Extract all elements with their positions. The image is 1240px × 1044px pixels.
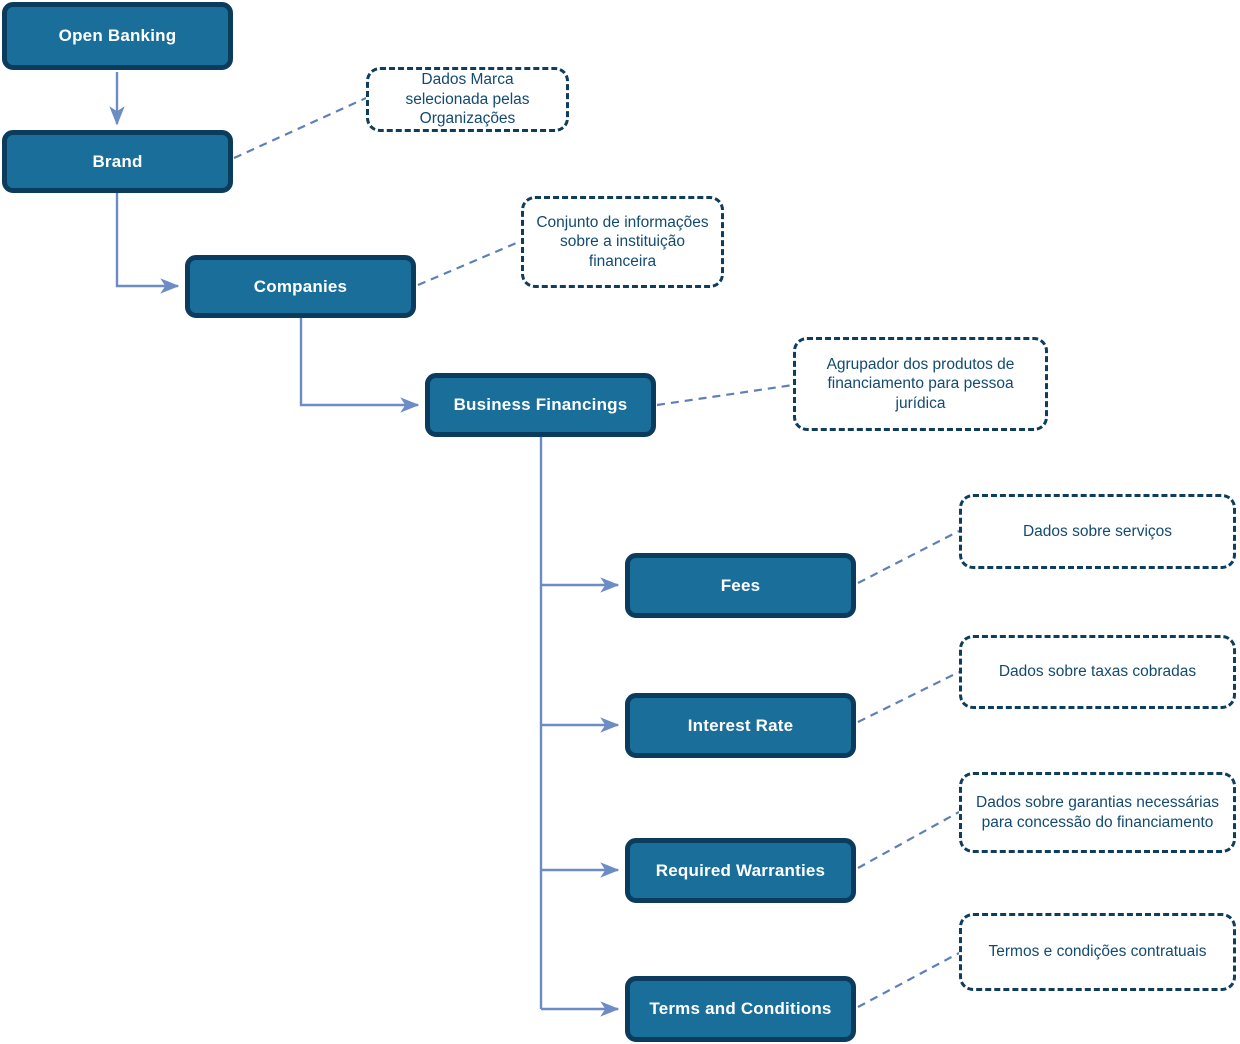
note-required-warranties: Dados sobre garantias necessárias para c… bbox=[959, 772, 1236, 853]
node-label: Interest Rate bbox=[687, 715, 794, 735]
leader-fees bbox=[857, 530, 960, 584]
note-text: Agrupador dos produtos de financiamento … bbox=[826, 355, 1015, 412]
note-business-financings: Agrupador dos produtos de financiamento … bbox=[793, 337, 1048, 431]
note-text: Dados sobre taxas cobradas bbox=[998, 663, 1197, 681]
edge-businessfinancings-children bbox=[539, 436, 620, 1017]
note-terms-and-conditions: Termos e condições contratuais bbox=[959, 913, 1236, 991]
note-text: Termos e condições contratuais bbox=[988, 943, 1207, 961]
note-companies: Conjunto de informações sobre a institui… bbox=[521, 196, 724, 288]
node-label: Fees bbox=[720, 575, 761, 595]
node-label: Terms and Conditions bbox=[649, 999, 832, 1019]
node-terms-and-conditions[interactable]: Terms and Conditions bbox=[625, 976, 856, 1042]
note-text: Dados sobre garantias necessárias para c… bbox=[976, 793, 1219, 831]
leader-brand bbox=[233, 96, 367, 160]
leader-interest bbox=[857, 671, 960, 723]
node-companies[interactable]: Companies bbox=[185, 255, 416, 318]
node-interest-rate[interactable]: Interest Rate bbox=[625, 693, 856, 758]
node-fees[interactable]: Fees bbox=[625, 553, 856, 618]
node-label: Companies bbox=[253, 276, 348, 296]
leader-warranty bbox=[857, 811, 960, 869]
node-label: Business Financings bbox=[453, 395, 628, 415]
note-fees: Dados sobre serviços bbox=[959, 494, 1236, 569]
node-label: Required Warranties bbox=[655, 860, 826, 880]
leader-companies bbox=[417, 239, 522, 287]
edge-companies-businessfinancings bbox=[299, 317, 420, 413]
leader-bizfin bbox=[656, 383, 794, 407]
note-brand: Dados Marca selecionada pelas Organizaçõ… bbox=[366, 67, 569, 132]
edge-brand-companies bbox=[115, 192, 180, 294]
node-required-warranties[interactable]: Required Warranties bbox=[625, 838, 856, 903]
node-business-financings[interactable]: Business Financings bbox=[425, 373, 656, 437]
note-text: Conjunto de informações sobre a institui… bbox=[536, 213, 709, 270]
node-open-banking[interactable]: Open Banking bbox=[2, 2, 233, 70]
node-label: Open Banking bbox=[58, 26, 177, 46]
leader-terms bbox=[857, 952, 960, 1008]
note-interest-rate: Dados sobre taxas cobradas bbox=[959, 635, 1236, 709]
node-brand[interactable]: Brand bbox=[2, 130, 233, 193]
note-text: Dados Marca selecionada pelas Organizaçõ… bbox=[405, 71, 530, 128]
node-label: Brand bbox=[92, 151, 143, 171]
note-text: Dados sobre serviços bbox=[1022, 522, 1173, 540]
